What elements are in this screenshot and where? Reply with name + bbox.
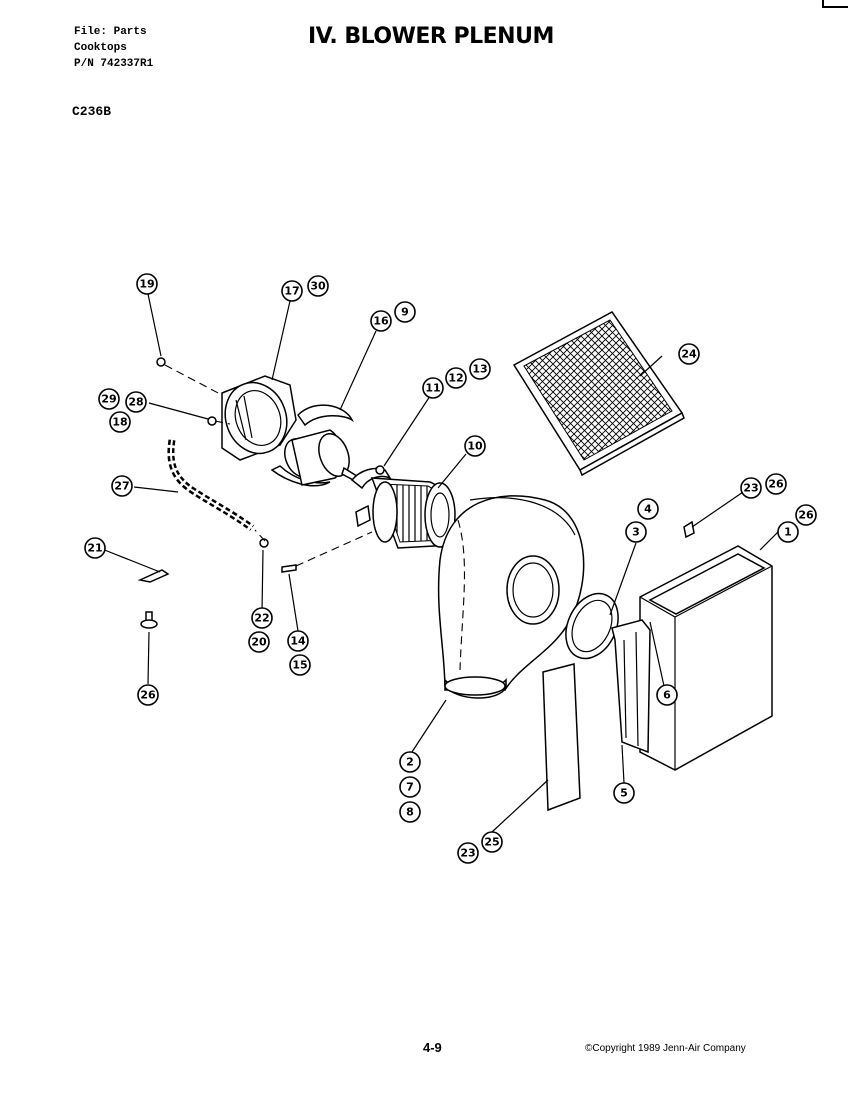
svg-text:11: 11 [425,382,440,395]
wire-harness-part [167,439,255,531]
callout-18: 18 [109,411,131,433]
svg-text:27: 27 [114,480,129,493]
callout-30: 30 [307,275,329,297]
callout-6: 6 [656,684,678,706]
svg-text:24: 24 [681,348,697,361]
model-number: C236B [72,104,112,119]
part-number-line: P/N 742337R1 [74,58,154,70]
svg-text:25: 25 [484,836,499,849]
file-line: File: Parts [74,26,147,38]
callout-19: 19 [136,273,158,295]
corner-mark [822,0,848,8]
callout-28: 28 [125,391,147,413]
callout-20: 20 [248,631,270,653]
callout-8: 8 [399,801,421,823]
svg-text:4: 4 [644,503,652,516]
svg-text:28: 28 [128,396,143,409]
svg-text:1: 1 [784,526,792,539]
svg-text:10: 10 [467,440,483,453]
category-line: Cooktops [74,42,127,54]
svg-text:6: 6 [663,689,671,702]
callout-29: 29 [98,388,120,410]
page-number: 4-9 [423,1040,442,1055]
svg-text:14: 14 [290,635,306,648]
callout-26-upper: 26 [765,473,787,495]
callout-14: 14 [287,630,309,652]
callout-7: 7 [399,776,421,798]
svg-text:13: 13 [472,363,487,376]
callout-25: 25 [481,831,503,853]
leader-lines [101,293,779,833]
callout-4: 4 [637,498,659,520]
callout-27: 27 [111,475,133,497]
callout-22: 22 [251,607,273,629]
svg-text:20: 20 [251,636,267,649]
callout-3: 3 [625,521,647,543]
callout-26-left: 26 [137,684,159,706]
svg-text:30: 30 [310,280,326,293]
svg-text:19: 19 [139,278,154,291]
callout-2: 2 [399,751,421,773]
document-meta: File: Parts Cooktops P/N 742337R1 [74,24,153,72]
blower-wheel-part [370,477,456,549]
svg-text:26: 26 [798,509,814,522]
callout-26-right: 26 [795,504,817,526]
filter-screen-part [512,311,685,477]
callout-13: 13 [469,358,491,380]
copyright-notice: ©Copyright 1989 Jenn-Air Company [585,1043,746,1054]
svg-text:3: 3 [632,526,640,539]
svg-text:5: 5 [620,787,628,800]
clamp-band-part [350,465,392,528]
callout-16: 16 [370,310,392,332]
callout-23-lower: 23 [457,842,479,864]
svg-text:21: 21 [87,542,102,555]
assembly-lines [164,364,373,567]
callout-10: 10 [464,435,486,457]
svg-text:12: 12 [448,372,463,385]
plenum-box-part [611,545,773,771]
callout-11: 11 [422,377,444,399]
callout-9: 9 [394,301,416,323]
page-title: IV. BLOWER PLENUM [308,24,554,49]
callout-21: 21 [84,537,106,559]
svg-text:26: 26 [140,689,156,702]
blower-motor-part [270,404,362,487]
cover-plate-part [542,663,581,812]
svg-text:9: 9 [401,306,409,319]
blower-housing-part [437,495,585,699]
svg-text:8: 8 [406,806,414,819]
callout-17: 17 [281,280,303,302]
svg-text:26: 26 [768,478,784,491]
svg-text:29: 29 [101,393,116,406]
svg-text:17: 17 [284,285,299,298]
hardware-parts [137,357,695,629]
callout-23-upper: 23 [740,477,762,499]
svg-text:2: 2 [406,756,414,769]
svg-text:22: 22 [254,612,269,625]
callout-24: 24 [678,343,700,365]
svg-text:15: 15 [292,659,307,672]
svg-text:16: 16 [373,315,389,328]
callout-12: 12 [445,367,467,389]
svg-text:7: 7 [406,781,414,794]
callout-15: 15 [289,654,311,676]
svg-text:23: 23 [743,482,758,495]
svg-text:23: 23 [460,847,475,860]
callout-5: 5 [613,782,635,804]
svg-text:18: 18 [112,416,127,429]
callout-1: 1 [777,521,799,543]
motor-mount-plate-part [221,375,297,461]
